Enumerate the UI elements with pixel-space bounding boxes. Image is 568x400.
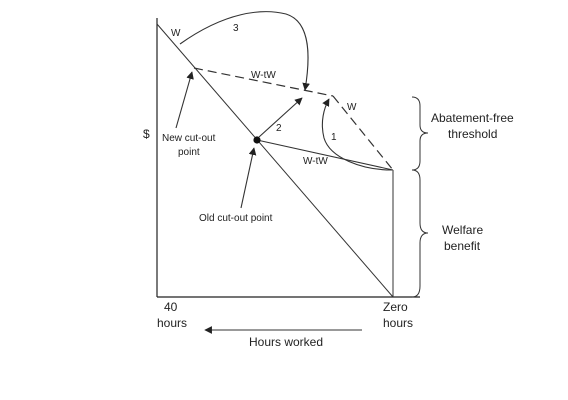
- arrow-3-label: 3: [233, 23, 239, 34]
- new-dashed-wtw-segment: [193, 67, 334, 97]
- arrow-2: [258, 97, 303, 138]
- threshold-label-2: threshold: [448, 127, 497, 141]
- old-cutout-point: [253, 136, 261, 144]
- y-axis-label: $: [143, 127, 150, 141]
- threshold-label-1: Abatement-free: [431, 111, 514, 125]
- dashed-wtw-label: W-tW: [251, 70, 276, 81]
- old-cutout-label: Old cut-out point: [199, 213, 273, 224]
- benefit-brace: [411, 169, 429, 298]
- new-cutout-pointer: [175, 71, 194, 129]
- upper-w-label: W: [171, 28, 181, 39]
- benefit-label-2: benefit: [444, 239, 481, 253]
- lower-wtw-label: W-tW: [303, 156, 328, 167]
- arrow-1: [321, 98, 393, 171]
- arrow-1-label: 1: [331, 132, 337, 143]
- x-right-label-2: hours: [383, 316, 413, 330]
- x-right-label-1: Zero: [383, 300, 408, 314]
- dashed-w-label: W: [347, 102, 357, 113]
- old-wtw-segment: [256, 139, 394, 171]
- x-left-label-2: hours: [157, 316, 187, 330]
- benefit-label-1: Welfare: [442, 223, 483, 237]
- x-left-label-1: 40: [164, 300, 178, 314]
- new-dashed-w-segment: [332, 95, 394, 171]
- original-budget-line: [156, 23, 394, 298]
- new-cutout-label-1: New cut-out: [162, 133, 216, 144]
- hours-worked-label: Hours worked: [249, 335, 323, 349]
- old-cutout-pointer: [240, 147, 257, 209]
- arrow-2-label: 2: [276, 123, 282, 134]
- new-cutout-label-2: point: [178, 147, 200, 158]
- arrow-3: [179, 11, 310, 91]
- threshold-brace: [411, 96, 429, 171]
